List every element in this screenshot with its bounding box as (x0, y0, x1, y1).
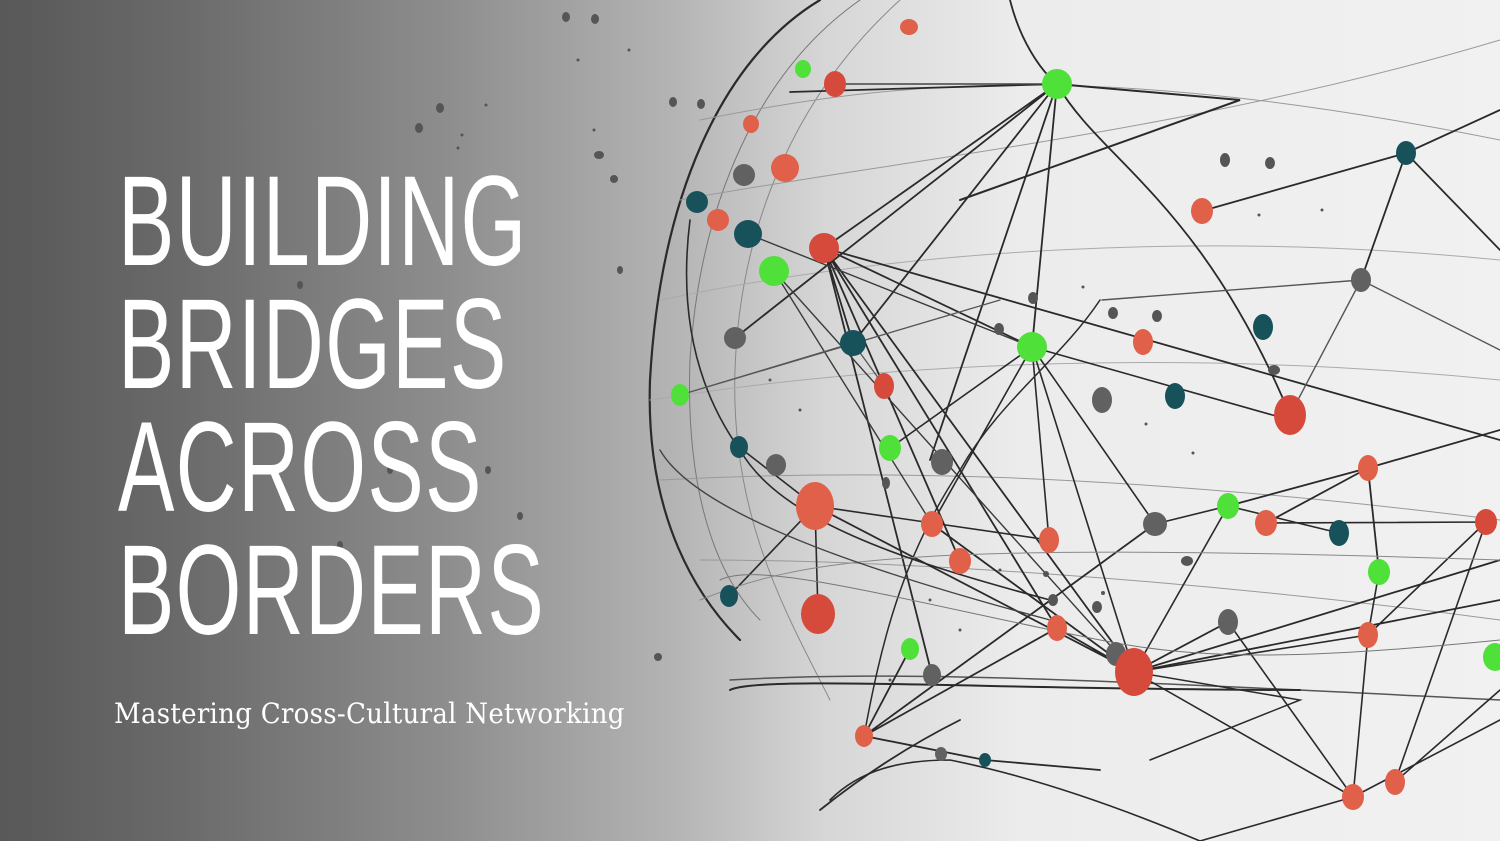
network-nodes (671, 19, 1500, 810)
title-line-4: BORDERS (118, 519, 546, 662)
title-line-1: BUILDING (118, 150, 528, 293)
title-line-3: ACROSS (118, 396, 483, 539)
globe-lines (648, 0, 1500, 841)
page-title: BUILDING BRIDGES ACROSS BORDERS (118, 150, 765, 662)
node-green (1042, 69, 1072, 99)
title-line-2: BRIDGES (118, 273, 508, 416)
subtitle: Mastering Cross-Cultural Networking (114, 697, 625, 730)
